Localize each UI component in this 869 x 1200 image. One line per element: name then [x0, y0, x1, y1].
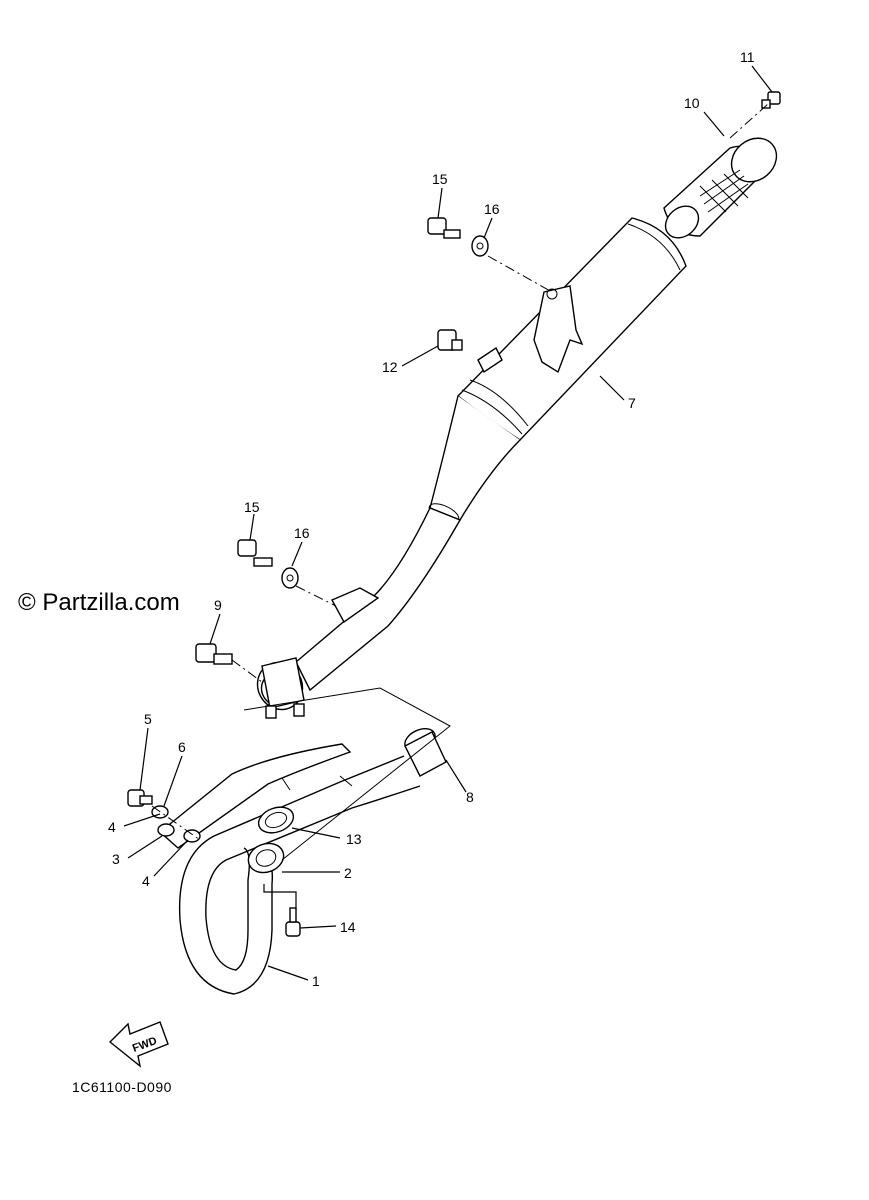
callout-6: 6	[178, 739, 186, 755]
callout-4-lower: 4	[142, 873, 150, 889]
callout-12: 12	[382, 359, 398, 375]
callout-7: 7	[628, 395, 636, 411]
heat-shield	[158, 743, 353, 849]
gaskets	[247, 727, 447, 874]
callout-10: 10	[684, 95, 700, 111]
callout-16-lower: 16	[294, 525, 310, 541]
fasteners	[127, 91, 781, 937]
callout-2: 2	[344, 865, 352, 881]
fwd-arrow-icon: FWD	[108, 1021, 169, 1068]
callout-3: 3	[112, 851, 120, 867]
callout-15-upper: 15	[432, 171, 448, 187]
diagram-code: 1C61100-D090	[72, 1079, 172, 1095]
callout-1: 1	[312, 973, 320, 989]
alignment-lines	[151, 103, 769, 861]
muffler-bracket	[477, 285, 584, 374]
callout-4-upper: 4	[108, 819, 116, 835]
callout-16-upper: 16	[484, 201, 500, 217]
callout-13: 13	[346, 831, 362, 847]
callout-14: 14	[340, 919, 356, 935]
callout-9: 9	[214, 597, 222, 613]
spark-arrestor	[663, 137, 778, 239]
leader-lines	[123, 65, 773, 981]
muffler	[428, 217, 687, 523]
callout-15-lower: 15	[244, 499, 260, 515]
callout-11: 11	[740, 49, 755, 65]
watermark-text: © Partzilla.com	[18, 589, 180, 616]
callout-labels: 1 2 3 4 4 5 6 7 8 9 10 11 12 13 14 15 15…	[108, 49, 755, 989]
mid-pipe	[256, 507, 462, 719]
callout-8: 8	[466, 789, 474, 805]
callout-5: 5	[144, 711, 152, 727]
